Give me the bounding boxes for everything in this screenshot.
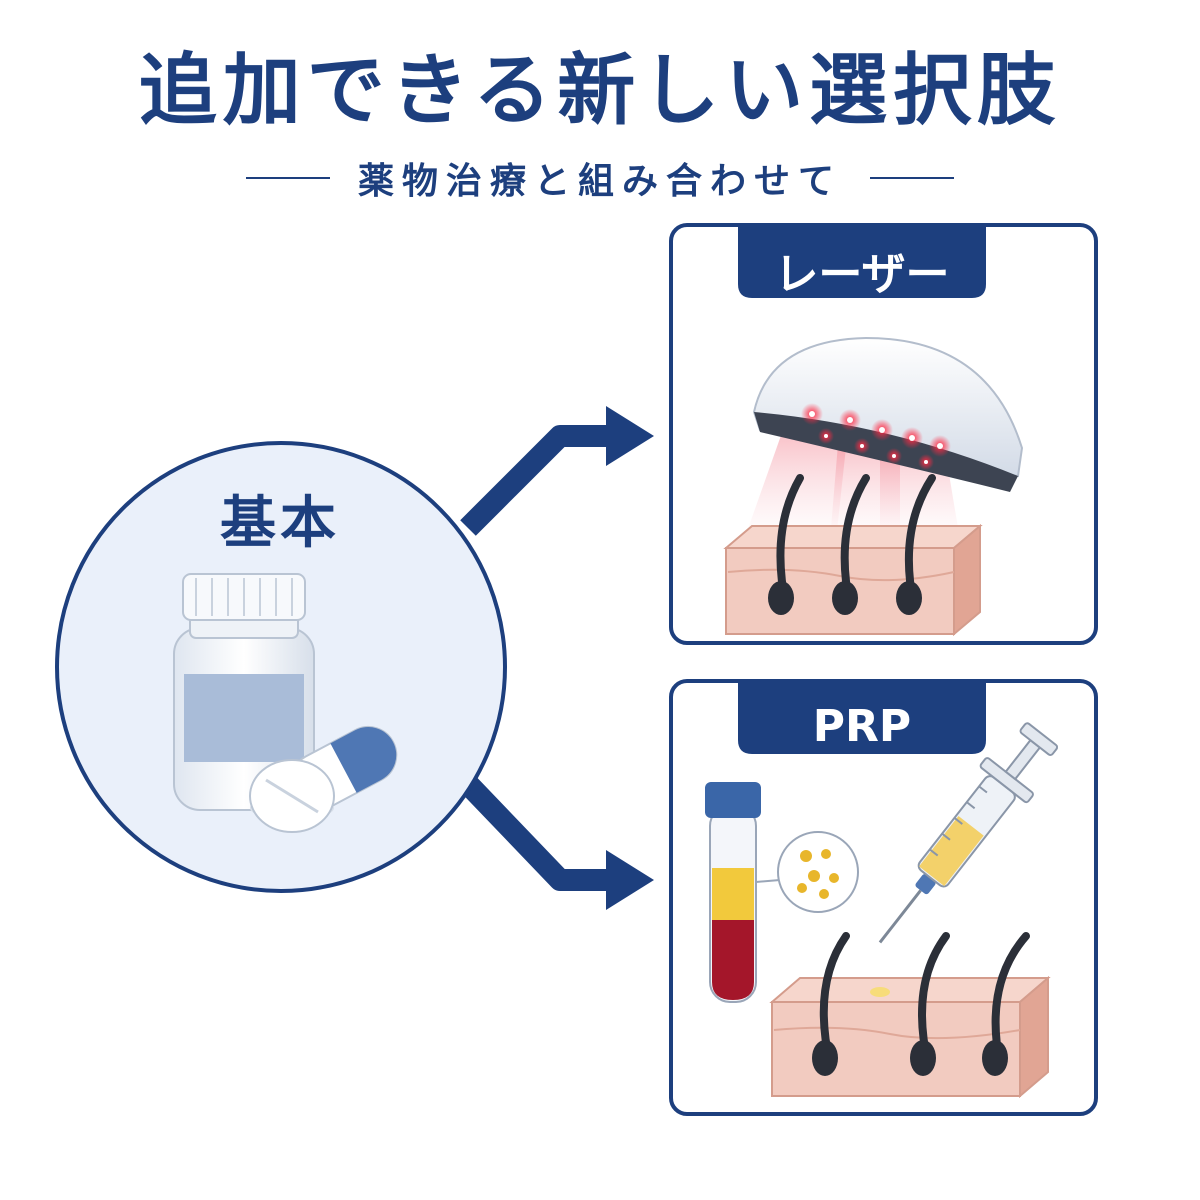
hair-follicle-skin-icon	[769, 932, 1051, 1099]
subtitle-row: 薬物治療と組み合わせて	[0, 158, 1200, 202]
basic-label: 基本	[220, 491, 340, 556]
laser-tab-label: レーザー	[774, 249, 950, 300]
laser-panel-tab	[738, 225, 986, 298]
prp-tab-label: PRP	[812, 700, 912, 752]
subtitle-rule-left	[245, 177, 330, 179]
subtitle: 薬物治療と組み合わせて	[357, 161, 842, 202]
page-title: 追加できる新しい選択肢	[138, 46, 1062, 136]
arrow-to-laser	[460, 406, 654, 536]
hair-follicle-skin-icon	[723, 474, 983, 637]
subtitle-rule-right	[870, 177, 954, 179]
prp-panel-tab	[738, 681, 986, 754]
laser-helmet-icon	[752, 336, 1024, 492]
blood-tube-icon	[705, 782, 761, 1003]
arrow-to-prp	[460, 776, 654, 910]
tablet-icon	[249, 759, 335, 833]
syringe-icon	[878, 722, 1059, 944]
platelet-icon	[755, 831, 859, 913]
